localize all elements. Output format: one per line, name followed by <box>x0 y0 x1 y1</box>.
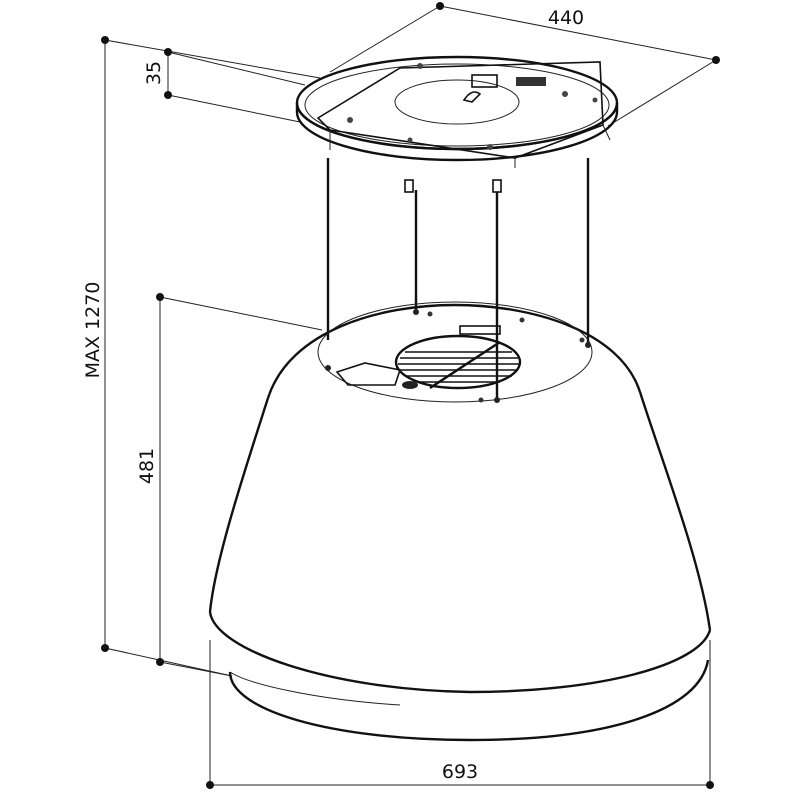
hood-body <box>208 301 712 742</box>
dimension-hood-width: 693 <box>206 640 714 789</box>
plate-height-label: 35 <box>143 61 165 85</box>
hood-top-grille <box>325 309 591 403</box>
hood-height-label: 481 <box>136 448 158 484</box>
ceiling-plate <box>295 55 619 193</box>
dimension-hood-height: 481 <box>136 293 323 677</box>
max-height-label: MAX 1270 <box>82 282 104 379</box>
dimension-plate-diameter: 440 <box>329 2 720 127</box>
dimension-plate-height: 35 <box>143 48 306 123</box>
hood-width-label: 693 <box>442 761 478 783</box>
suspension-rods <box>326 158 590 400</box>
dimension-max-height: MAX 1270 <box>82 36 321 677</box>
plate-diameter-label: 440 <box>548 7 584 29</box>
